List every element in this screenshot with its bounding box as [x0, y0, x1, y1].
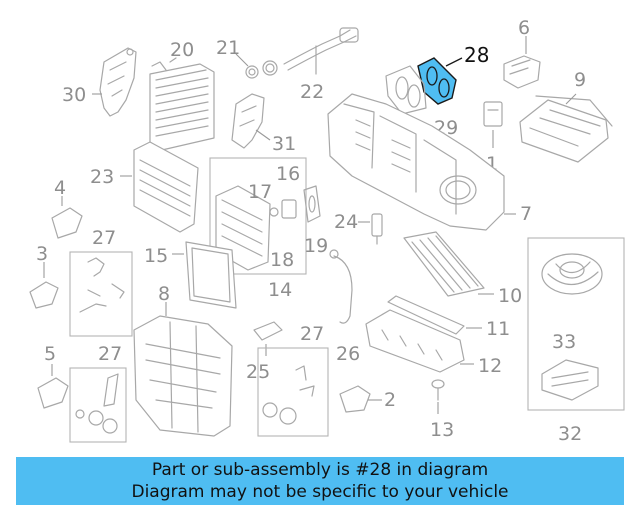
label-16: 16: [276, 163, 300, 185]
label-23: 23: [90, 166, 114, 188]
part-19-seal: 19: [303, 185, 328, 257]
info-caption: Part or sub-assembly is #28 in diagram D…: [16, 457, 624, 505]
part-2-sensor: 2: [339, 385, 396, 413]
part-12-panel: 12: [365, 309, 502, 377]
part-6-actuator: 6: [503, 17, 541, 89]
label-24: 24: [334, 211, 358, 233]
part-3-module: 3: [29, 243, 59, 309]
part-32-group: 33 32: [527, 237, 625, 445]
part-5-module: 5: [37, 343, 69, 409]
part-20-heater-core: 20: [149, 39, 215, 151]
label-8: 8: [158, 283, 170, 305]
label-19: 19: [304, 235, 328, 257]
label-14: 14: [268, 279, 292, 301]
label-7: 7: [520, 203, 532, 225]
label-20: 20: [170, 39, 194, 61]
part-30-bracket: 30: [62, 47, 137, 117]
label-4: 4: [54, 177, 66, 199]
label-18: 18: [270, 249, 294, 271]
part-4-module: 4: [51, 177, 83, 239]
label-21: 21: [216, 37, 240, 59]
part-22-pipes: 22: [283, 27, 359, 103]
part-11-seal: 11: [387, 295, 510, 340]
part-8-housing: 8: [133, 283, 233, 437]
part-27-group-a: 27: [69, 227, 133, 337]
label-12: 12: [478, 355, 502, 377]
part-28-gasket: 28: [417, 43, 489, 105]
part-14-group: 16 17 18 14: [209, 157, 307, 301]
label-33: 33: [552, 331, 576, 353]
part-24-sensor: 24: [334, 211, 383, 245]
part-9-filter-housing: 9: [519, 69, 613, 163]
part-21-seals: 21: [216, 37, 278, 79]
label-17: 17: [248, 181, 272, 203]
part-27-group-c: 27: [257, 323, 329, 437]
part-27-group-b: 27: [69, 343, 127, 443]
label-10: 10: [498, 285, 522, 307]
label-13: 13: [430, 419, 454, 441]
part-10-filter: 10: [403, 231, 522, 307]
label-3: 3: [36, 243, 48, 265]
label-31: 31: [272, 133, 296, 155]
label-27-a: 27: [92, 227, 116, 249]
label-11: 11: [486, 318, 510, 340]
label-32: 32: [558, 423, 582, 445]
label-30: 30: [62, 84, 86, 106]
label-9: 9: [574, 69, 586, 91]
label-27-b: 27: [98, 343, 122, 365]
label-6: 6: [518, 17, 530, 39]
hvac-housing: 7: [327, 93, 532, 231]
label-5: 5: [44, 343, 56, 365]
label-28: 28: [464, 43, 489, 67]
label-26: 26: [336, 343, 360, 365]
part-25-sensor: 25: [246, 321, 283, 383]
part-13-grommet: 13: [430, 379, 454, 441]
part-15-frame: 15: [144, 241, 237, 309]
part-23-core: 23: [90, 141, 199, 233]
part-31-bracket: 31: [231, 93, 296, 155]
parts-diagram: 30 20 21 22 28 2 9: [29, 17, 625, 445]
label-2: 2: [384, 389, 396, 411]
label-15: 15: [144, 245, 168, 267]
label-22: 22: [300, 81, 324, 103]
label-27-c: 27: [300, 323, 324, 345]
part-26-hose: 26: [329, 249, 360, 365]
caption-line-2: Diagram may not be specific to your vehi…: [131, 482, 509, 502]
caption-line-1: Part or sub-assembly is #28 in diagram: [151, 460, 489, 480]
